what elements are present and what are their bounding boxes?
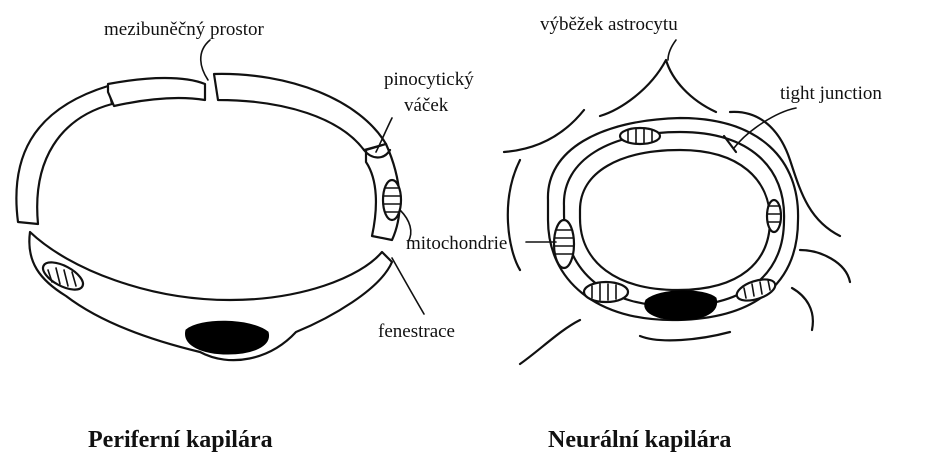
neural-mitochondrion-left (554, 220, 574, 268)
peripheral-mitochondrion-2 (383, 180, 401, 220)
peripheral-endothelium-upper-left-b (108, 78, 205, 106)
neural-nucleus (645, 291, 717, 320)
astrocyte-process-top (600, 60, 716, 116)
neural-lumen (580, 150, 770, 290)
label-tight-junction: tight junction (780, 84, 882, 103)
label-intercellular-space: mezibuněčný prostor (104, 20, 264, 39)
leader-astrocyte-process (668, 40, 676, 60)
label-mitochondria: mitochondrie (406, 234, 507, 253)
leader-intercellular-space (201, 40, 210, 80)
label-fenestration: fenestrace (378, 322, 455, 341)
neural-mitochondrion-right (767, 200, 781, 232)
peripheral-endothelium-upper-left (16, 86, 112, 224)
peripheral-nucleus (186, 321, 269, 354)
label-pinocytic-vesicle-line1: pinocytický (384, 70, 474, 89)
neural-mitochondrion-bottom-left (584, 282, 628, 302)
label-astrocyte-process: výběžek astrocytu (540, 15, 678, 34)
leader-fenestration (392, 258, 424, 314)
neural-mitochondrion-top (620, 128, 660, 144)
caption-peripheral: Periferní kapilára (88, 428, 273, 452)
peripheral-capillary (16, 40, 424, 360)
label-pinocytic-vesicle-line2: váček (404, 96, 448, 115)
astrocyte-process-bottom (520, 320, 730, 364)
caption-neural: Neurální kapilára (548, 428, 731, 452)
peripheral-endothelium-upper-right (214, 74, 386, 150)
